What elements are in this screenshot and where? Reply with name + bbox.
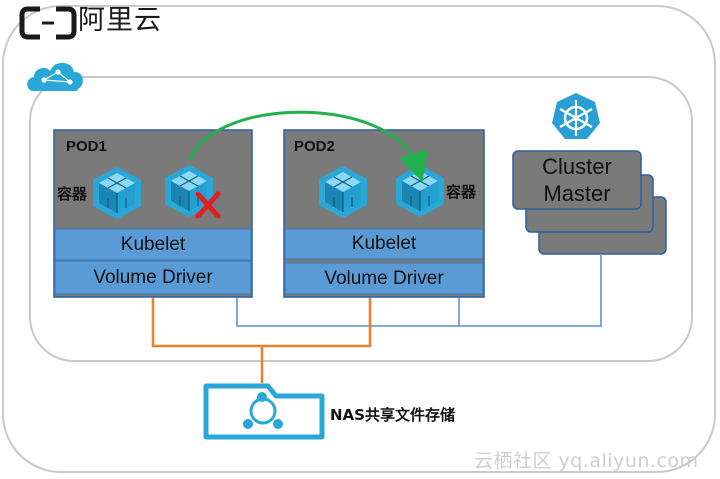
kubernetes-helm-icon [552,93,600,139]
aliyun-logo-icon [19,6,77,40]
container-cube-icon [165,165,213,217]
orange-storage-lines [151,298,372,383]
master-line2: Master [543,181,611,206]
pod1-volume-driver: Volume Driver [93,266,213,288]
nas-folder-share-icon [203,383,325,440]
pod1-volume-bar [54,260,252,295]
pod1-kubelet: Kubelet [120,233,186,255]
pod1-kubelet-bar [54,228,252,261]
pod1-title: POD1 [66,138,107,155]
pod2-volume-bar [284,262,484,295]
red-x-icon [195,191,221,219]
cluster-frame [29,76,693,362]
pod1-container-label: 容器 [57,185,88,203]
watermark: 云栖社区 yq.aliyun.com [474,450,699,472]
master-stack [512,150,667,255]
container-cube-icon [319,166,367,218]
pod2-container-label: 容器 [446,183,477,201]
nas-storage-label: NAS共享文件存储 [330,406,455,424]
master-box-front [512,150,642,210]
cluster-master-label: Cluster Master [513,151,641,209]
pod2-kubelet: Kubelet [351,233,417,254]
pod2-title: POD2 [294,138,335,155]
pod2-box [283,129,485,298]
blue-network-lines [236,254,602,327]
pod2-volume-driver: Volume Driver [324,267,444,289]
cloud-network-icon [27,62,83,91]
pod2-kubelet-bar [284,228,484,260]
green-migration-arrow [188,110,428,183]
storage-bus [151,298,372,348]
pod1-master-line [236,254,602,327]
container-cube-icon [93,167,141,219]
outer-frame [2,5,716,473]
brand-name: 阿里云 [78,5,162,36]
master-line1: Cluster [542,154,612,179]
